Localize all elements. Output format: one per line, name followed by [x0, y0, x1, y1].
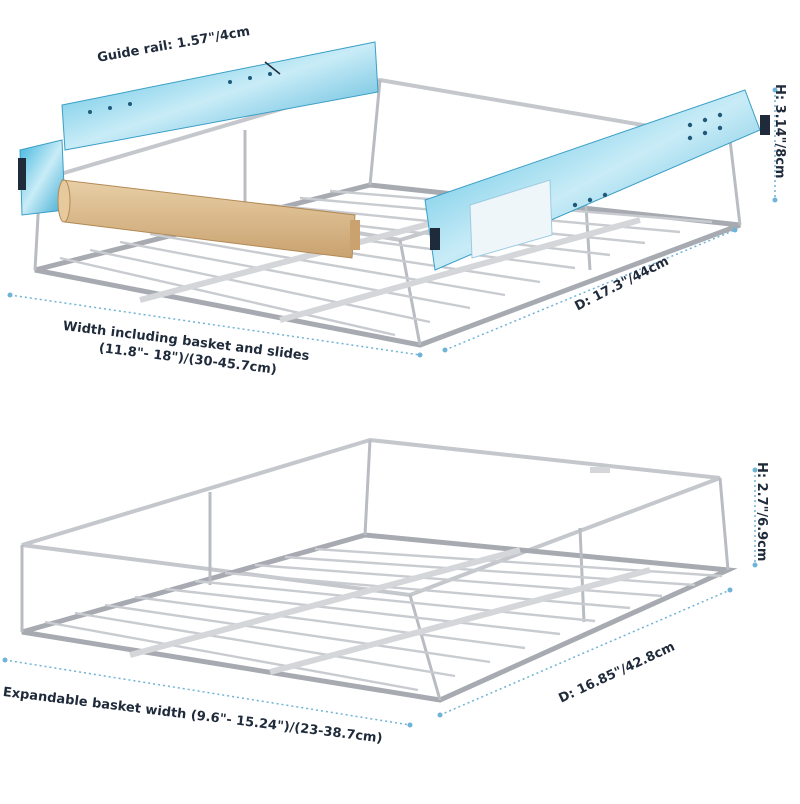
top-dimension-lines: [9, 61, 776, 356]
bottom-height-label: H: 2.7"/6.9cm: [754, 462, 769, 562]
left-guide-rail: [18, 41, 379, 216]
wood-handle: [57, 179, 360, 259]
top-height-label: H: 3.14"/8cm: [772, 84, 787, 179]
right-guide-rail: [424, 89, 770, 271]
bottom-basket-wires: [44, 547, 723, 692]
bottom-dimension-lines: [4, 470, 756, 726]
